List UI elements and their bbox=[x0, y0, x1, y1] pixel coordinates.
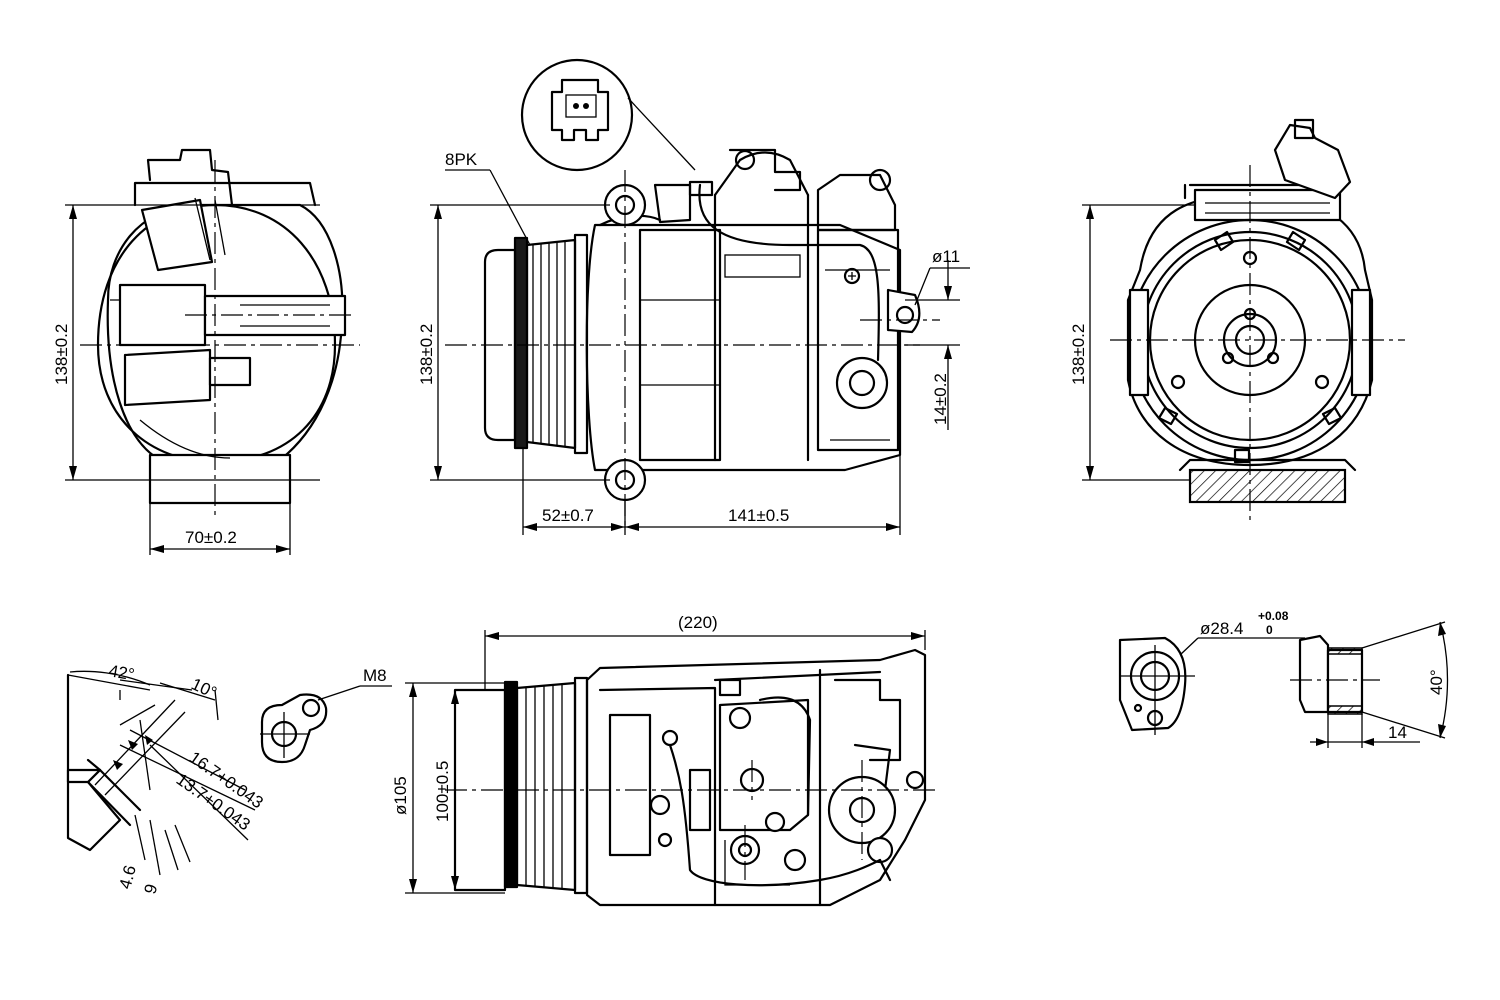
tolerance-lower: 0 bbox=[1266, 623, 1273, 637]
dim-9: 9 bbox=[141, 882, 162, 896]
angle-42: 42° bbox=[107, 661, 136, 684]
dim-height-right: 138±0.2 bbox=[1069, 324, 1088, 385]
angle-40: 40° bbox=[1427, 669, 1446, 695]
m8-bracket bbox=[260, 685, 392, 764]
groove-detail bbox=[66, 670, 256, 876]
angle-10: 10° bbox=[188, 674, 219, 702]
side-view bbox=[430, 58, 970, 535]
dim-height-left: 138±0.2 bbox=[52, 324, 71, 385]
front-view bbox=[1082, 118, 1405, 520]
dim-52: 52±0.7 bbox=[542, 506, 594, 525]
port-detail bbox=[1118, 621, 1449, 748]
dim-220: (220) bbox=[678, 613, 718, 632]
dim-dia-28-4: ø28.4 bbox=[1200, 619, 1243, 638]
dim-14-vertical: 14±0.2 bbox=[931, 373, 950, 425]
dim-141: 141±0.5 bbox=[728, 506, 789, 525]
dim-dia-105: ø105 bbox=[391, 776, 410, 815]
tolerance-upper: +0.08 bbox=[1258, 609, 1289, 623]
rear-view bbox=[65, 148, 360, 555]
dim-14-horizontal: 14 bbox=[1388, 723, 1407, 742]
dim-100: 100±0.5 bbox=[433, 761, 452, 822]
dim-width-left: 70±0.2 bbox=[185, 528, 237, 547]
top-view bbox=[405, 630, 935, 907]
label-hole-dia: ø11 bbox=[932, 247, 960, 266]
dim-height-mid: 138±0.2 bbox=[417, 324, 436, 385]
label-8pk: 8PK bbox=[445, 150, 478, 169]
dim-4-6: 4.6 bbox=[116, 863, 140, 891]
label-m8: M8 bbox=[363, 666, 387, 685]
